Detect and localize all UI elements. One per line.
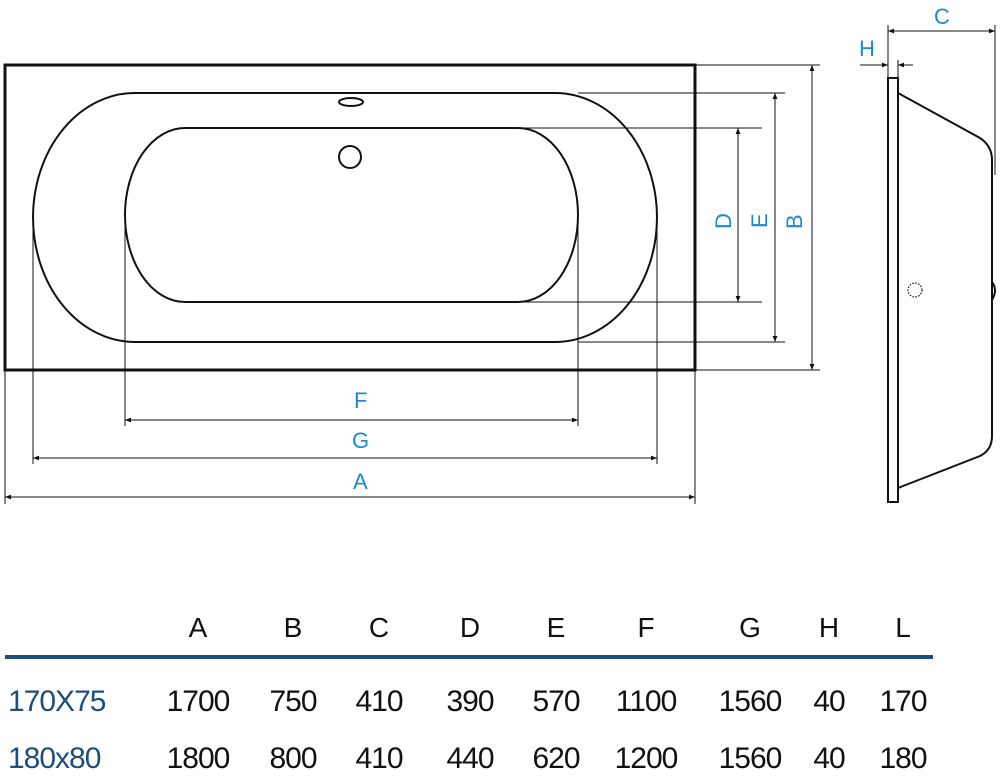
label-h: H <box>859 36 875 61</box>
table-header-rule <box>5 655 933 659</box>
label-a: A <box>353 469 368 494</box>
table-cell: 1700 <box>166 685 231 718</box>
table-cell: 180 <box>879 742 927 775</box>
column-header-e: E <box>546 612 566 643</box>
column-header-l: L <box>895 612 911 643</box>
column-header-g: G <box>739 612 761 643</box>
label-c: C <box>934 4 950 29</box>
row-label: 170X75 <box>8 685 106 718</box>
overflow-icon <box>338 97 364 107</box>
inner-basin <box>124 127 579 303</box>
column-header-c: C <box>368 612 390 643</box>
table-cell: 570 <box>532 685 580 718</box>
outer-basin <box>32 92 658 343</box>
table-cell: 440 <box>446 742 494 775</box>
table-cell: 1800 <box>166 742 231 775</box>
table-cell: 170 <box>879 685 927 718</box>
label-b: B <box>782 214 807 229</box>
side-body <box>897 92 993 489</box>
table-cell: 410 <box>355 685 403 718</box>
side-flange <box>887 77 899 503</box>
table-cell: 1560 <box>718 742 783 775</box>
table-cell: 410 <box>355 742 403 775</box>
column-header-h: H <box>818 612 840 643</box>
column-header-a: A <box>188 612 208 643</box>
overflow-hole-icon <box>907 282 923 298</box>
label-d: D <box>711 213 736 229</box>
table-cell: 40 <box>813 685 845 718</box>
bathtub-drawing: F G A D E B C H <box>3 4 996 504</box>
row-label: 180x80 <box>8 742 101 775</box>
column-header-f: F <box>637 612 655 643</box>
label-e: E <box>747 213 772 228</box>
table-cell: 750 <box>269 685 317 718</box>
table-cell: 1100 <box>615 685 678 718</box>
column-header-d: D <box>459 612 481 643</box>
label-g: G <box>352 428 369 453</box>
label-f: F <box>354 388 367 413</box>
table-cell: 1200 <box>614 742 679 775</box>
table-cell: 620 <box>532 742 580 775</box>
tub-outline <box>3 63 697 372</box>
table-cell: 1560 <box>718 685 783 718</box>
table-cell: 800 <box>269 742 317 775</box>
column-header-b: B <box>283 612 303 643</box>
table-cell: 40 <box>813 742 845 775</box>
table-cell: 390 <box>446 685 494 718</box>
side-outlet <box>991 281 996 301</box>
drain-icon <box>338 145 362 169</box>
